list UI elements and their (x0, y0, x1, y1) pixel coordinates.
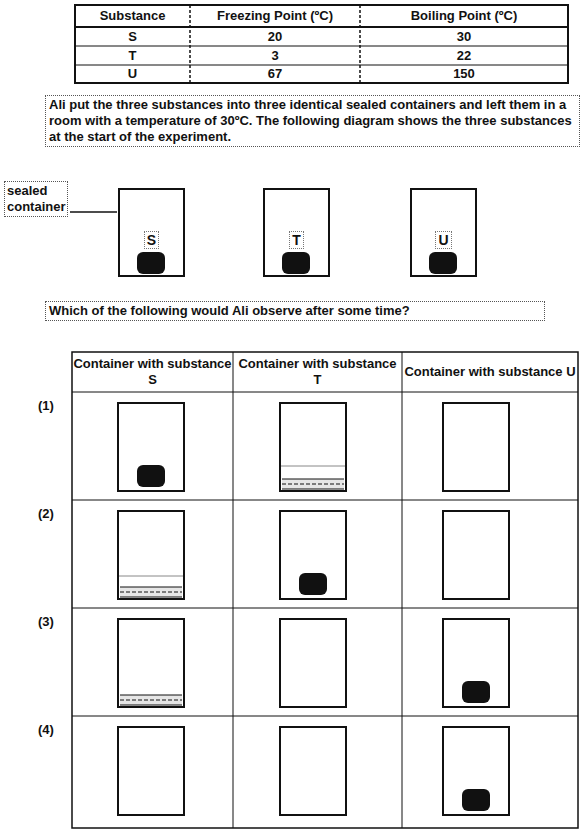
sealed-container: U (410, 188, 477, 277)
solid-blob (282, 252, 310, 274)
table-cell: 22 (360, 46, 568, 65)
table-cell: 30 (360, 27, 568, 46)
leader-line (70, 211, 117, 213)
table-header: Container with substance S (72, 352, 233, 392)
table-line (75, 46, 568, 47)
table-line (233, 352, 234, 828)
substance-letter: S (144, 231, 159, 249)
substance-letter: T (289, 231, 304, 249)
table-cell: 3 (190, 46, 360, 65)
solid-blob (462, 681, 490, 703)
table-line (75, 26, 568, 28)
table-line (75, 65, 568, 66)
sealed-container: S (118, 188, 185, 277)
solid-blob (462, 789, 490, 811)
table-cell: 150 (360, 65, 568, 83)
table-cell: U (75, 65, 190, 83)
table-line (72, 392, 578, 393)
solid-blob (429, 252, 457, 274)
table-cell: T (75, 46, 190, 65)
solid-blob (137, 465, 165, 487)
table-cell: 20 (190, 27, 360, 46)
substance-letter: U (435, 231, 451, 249)
option-number: (3) (38, 614, 70, 630)
table-cell: 67 (190, 65, 360, 83)
solid-blob (137, 252, 165, 274)
question-text: Ali put the three substances into three … (45, 95, 580, 147)
table-line (72, 500, 578, 501)
table-line (189, 5, 191, 83)
table-line (359, 5, 361, 83)
table-header: Boiling Point (ºC) (360, 5, 568, 27)
liquid-layer (281, 466, 345, 489)
table-line (72, 608, 578, 609)
table-header: Container with substance T (233, 352, 402, 392)
table-header: Substance (75, 5, 190, 27)
question-text: Which of the following would Ali observe… (45, 301, 545, 321)
table-border (75, 5, 568, 83)
table-line (72, 716, 578, 717)
liquid-layer (120, 695, 182, 705)
table-header: Container with substance U (402, 352, 578, 392)
table-line (402, 352, 403, 828)
option-number: (1) (38, 398, 70, 414)
table-border (72, 352, 578, 828)
table-header: Freezing Point (ºC) (190, 5, 360, 27)
part-label: sealed container (4, 181, 68, 217)
option-number: (2) (38, 506, 70, 522)
liquid-layer (119, 576, 183, 597)
sealed-container: T (263, 188, 330, 277)
option-containers (118, 403, 509, 815)
table-cell: S (75, 27, 190, 46)
option-number: (4) (38, 722, 70, 738)
solid-blob (299, 573, 327, 595)
